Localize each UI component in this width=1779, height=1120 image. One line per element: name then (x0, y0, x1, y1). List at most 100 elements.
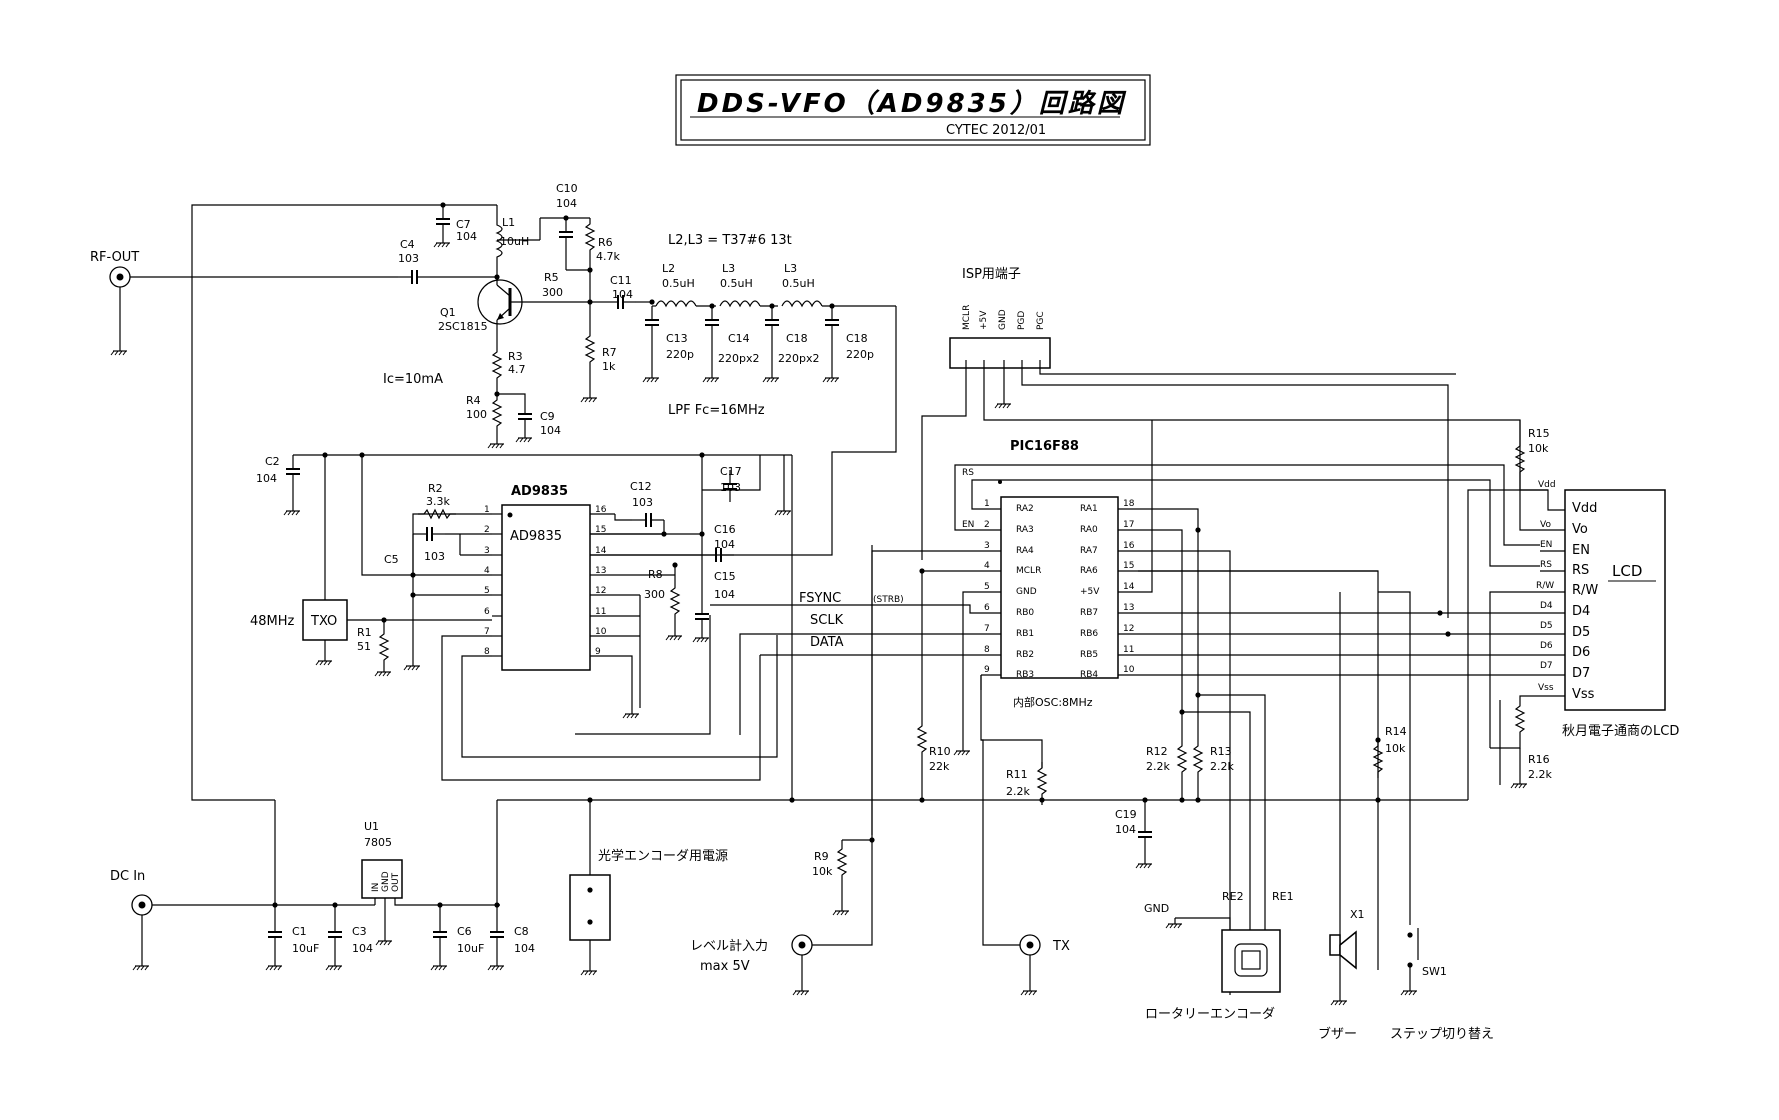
c9-capacitor (517, 399, 533, 433)
dds-left-pins: 1 2 3 4 5 6 7 8 (484, 505, 490, 657)
page-subtitle: CYTEC 2012/01 (946, 123, 1046, 138)
svg-text:104: 104 (456, 230, 477, 243)
svg-text:L3: L3 (784, 262, 797, 275)
svg-text:RA1: RA1 (1080, 504, 1098, 514)
svg-text:104: 104 (714, 588, 735, 601)
l1-inductor (495, 205, 503, 272)
ad9835-chip (501, 504, 591, 671)
svg-text:9: 9 (984, 665, 990, 675)
svg-text:C14: C14 (728, 332, 750, 345)
svg-text:RS: RS (1540, 560, 1552, 570)
svg-text:4.7: 4.7 (508, 363, 526, 376)
svg-text:18: 18 (1123, 499, 1135, 509)
svg-text:8: 8 (984, 645, 990, 655)
svg-text:GND: GND (381, 871, 391, 892)
svg-text:10k: 10k (812, 865, 833, 878)
svg-text:3: 3 (484, 546, 490, 556)
svg-text:3.3k: 3.3k (426, 495, 450, 508)
svg-text:R5: R5 (544, 271, 559, 284)
svg-text:EN: EN (1572, 543, 1590, 558)
svg-text:15: 15 (595, 525, 606, 535)
r14-resistor (1373, 739, 1383, 779)
r11-resistor (1037, 761, 1047, 801)
svg-text:5: 5 (984, 582, 990, 592)
tx-connector (1019, 934, 1041, 956)
svg-text:2.2k: 2.2k (1210, 760, 1234, 773)
svg-text:+5V: +5V (1080, 587, 1100, 597)
svg-text:17: 17 (1123, 520, 1134, 530)
svg-text:13: 13 (595, 566, 606, 576)
svg-text:R7: R7 (602, 346, 617, 359)
svg-text:1k: 1k (602, 360, 616, 373)
pic-section: PIC16F88 内部OSC:8MHz RA2 RA3 RA4 MCLR GND… (497, 420, 1540, 996)
svg-text:0.5uH: 0.5uH (782, 277, 815, 290)
svg-text:R15: R15 (1528, 427, 1550, 440)
svg-text:C6: C6 (457, 925, 472, 938)
rf-section: RF-OUT C4 103 C7 104 L1 10uH Q1 2SC1815 … (90, 182, 897, 745)
svg-text:2SC1815: 2SC1815 (438, 320, 488, 333)
r13-resistor (1193, 739, 1203, 779)
pic-right-pins: RA1 RA0 RA7 RA6 +5V RB7 RB6 RB5 RB4 18 1… (1080, 499, 1135, 680)
svg-text:SCLK: SCLK (810, 613, 844, 628)
svg-text:R16: R16 (1528, 753, 1550, 766)
r2-resistor (417, 509, 457, 519)
r7-resistor (585, 329, 595, 369)
svg-text:0.5uH: 0.5uH (720, 277, 753, 290)
svg-text:12: 12 (1123, 624, 1134, 634)
c6-capacitor (432, 917, 448, 951)
svg-text:RB7: RB7 (1080, 608, 1098, 618)
optical-encoder-power-connector (569, 874, 611, 941)
svg-text:103: 103 (720, 481, 741, 494)
svg-text:2: 2 (484, 525, 490, 535)
svg-text:10uH: 10uH (500, 235, 529, 248)
l3-inductor (719, 300, 761, 307)
r12-resistor (1177, 739, 1187, 779)
svg-text:FSYNC: FSYNC (799, 591, 841, 606)
r15-resistor (1515, 439, 1525, 479)
svg-text:RA6: RA6 (1080, 566, 1098, 576)
svg-text:5: 5 (484, 586, 490, 596)
svg-text:ISP用端子: ISP用端子 (962, 267, 1021, 282)
svg-text:104: 104 (556, 197, 577, 210)
svg-text:L2: L2 (662, 262, 675, 275)
svg-text:Vo: Vo (1572, 522, 1588, 537)
svg-text:7: 7 (984, 624, 990, 634)
svg-text:LPF Fc=16MHz: LPF Fc=16MHz (668, 403, 765, 418)
svg-text:51: 51 (357, 640, 371, 653)
svg-text:EN: EN (962, 520, 974, 530)
svg-text:SW1: SW1 (1422, 965, 1447, 978)
svg-text:10uF: 10uF (292, 942, 319, 955)
svg-text:Vss: Vss (1572, 687, 1595, 702)
rf-out-connector (109, 266, 131, 288)
svg-text:10: 10 (595, 627, 607, 637)
svg-text:C8: C8 (514, 925, 529, 938)
dc-in-connector (131, 894, 153, 916)
svg-text:C17: C17 (720, 465, 742, 478)
svg-text:R4: R4 (466, 394, 481, 407)
svg-text:1: 1 (484, 505, 490, 515)
r6-resistor (585, 217, 595, 257)
svg-text:RE2: RE2 (1222, 890, 1244, 903)
l3-second-inductor (781, 300, 823, 307)
svg-text:104: 104 (256, 472, 277, 485)
svg-text:R8: R8 (648, 568, 663, 581)
svg-text:1: 1 (984, 499, 990, 509)
svg-text:MCLR: MCLR (962, 305, 972, 330)
svg-text:13: 13 (1123, 603, 1134, 613)
svg-text:AD9835: AD9835 (511, 484, 568, 499)
svg-text:10k: 10k (1528, 442, 1549, 455)
svg-text:22k: 22k (929, 760, 950, 773)
svg-text:DC In: DC In (110, 869, 145, 884)
svg-text:C5: C5 (384, 553, 399, 566)
svg-text:3: 3 (984, 541, 990, 551)
svg-text:7805: 7805 (364, 836, 392, 849)
svg-text:220p: 220p (846, 348, 874, 361)
svg-text:D5: D5 (1540, 621, 1553, 631)
svg-text:104: 104 (1115, 823, 1136, 836)
c7-capacitor (435, 204, 451, 238)
svg-text:C15: C15 (714, 570, 736, 583)
svg-text:ステップ切り替え: ステップ切り替え (1390, 1027, 1494, 1042)
svg-text:R/W: R/W (1536, 581, 1554, 591)
svg-text:10: 10 (1123, 665, 1135, 675)
svg-text:R1: R1 (357, 626, 372, 639)
